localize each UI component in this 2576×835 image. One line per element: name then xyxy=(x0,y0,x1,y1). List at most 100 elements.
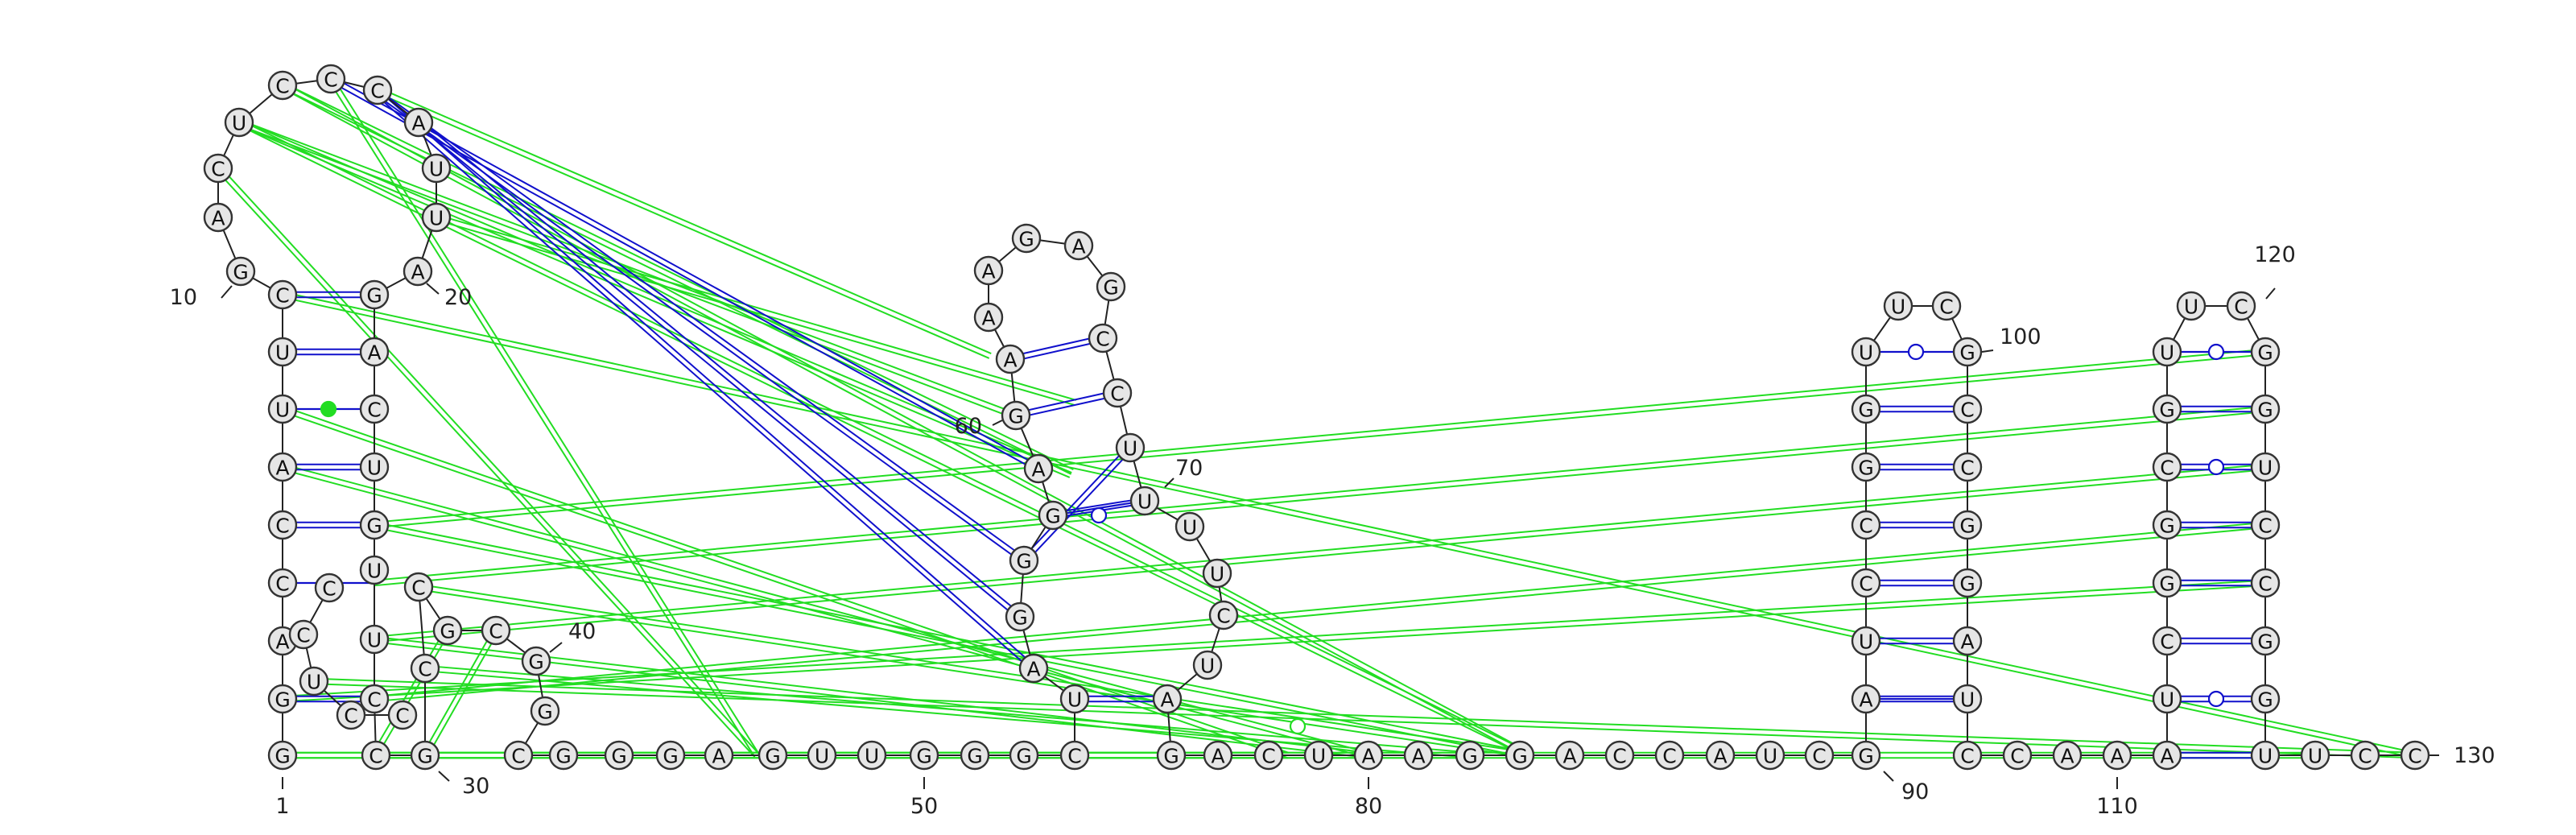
nucleotide: A xyxy=(403,107,434,138)
nucleotide-letter: C xyxy=(1261,745,1275,768)
tertiary-interaction xyxy=(314,677,2416,754)
nucleotide-letter: G xyxy=(916,745,931,768)
nucleotide-letter: G xyxy=(2159,573,2174,596)
nucleotide-circle xyxy=(1303,740,1334,771)
nucleotide-letter: G xyxy=(366,284,382,308)
nucleotide-letter: G xyxy=(1018,228,1034,251)
nucleotide-circle xyxy=(267,452,298,482)
nucleotide-circle xyxy=(1654,740,1685,771)
nucleotide: G xyxy=(1011,223,1042,254)
nucleotide-letter: U xyxy=(1859,341,1873,365)
nucleotide-letter: C xyxy=(1859,573,1872,596)
nucleotide-letter: C xyxy=(296,624,310,647)
nucleotide-letter: A xyxy=(1411,745,1425,768)
nucleotide-circle xyxy=(359,337,390,367)
nucleotide-circle xyxy=(2152,394,2182,424)
tertiary-interaction xyxy=(237,124,1071,478)
nucleotide: C xyxy=(503,740,534,771)
nucleotide: G xyxy=(1156,740,1187,771)
pair-marker xyxy=(2207,690,2225,708)
nucleotide: G xyxy=(909,740,939,771)
nucleotide-circle xyxy=(299,666,329,697)
nucleotide: U xyxy=(299,666,329,697)
nucleotide-circle xyxy=(1174,511,1205,542)
position-label: 10 xyxy=(170,285,197,310)
nucleotide: U xyxy=(857,740,887,771)
nucleotide: G xyxy=(2250,626,2281,656)
position-label: 1 xyxy=(275,794,289,819)
tertiary-interaction xyxy=(283,463,1370,754)
tertiary-interaction xyxy=(426,631,499,758)
nucleotide-circle xyxy=(1705,740,1736,771)
nucleotide-circle xyxy=(1253,740,1284,771)
nucleotide-circle xyxy=(359,452,390,482)
nucleotide: C xyxy=(362,75,393,105)
nucleotide: G xyxy=(960,740,990,771)
nucleotide-circle xyxy=(909,740,939,771)
nucleotide-circle xyxy=(1088,323,1118,353)
nucleotide: C xyxy=(2350,740,2380,771)
nucleotide-circle xyxy=(1804,740,1835,771)
nucleotide-circle xyxy=(403,572,434,602)
nucleotide: G xyxy=(359,510,390,540)
nucleotide-letter: C xyxy=(2258,573,2272,596)
tertiary-interaction xyxy=(237,124,1014,419)
nucleotide-letter: A xyxy=(1859,688,1872,712)
nucleotide-letter: C xyxy=(2010,745,2024,768)
nucleotide: G xyxy=(1455,740,1485,771)
nucleotide: C xyxy=(267,510,298,540)
nucleotide-letter: C xyxy=(489,620,502,643)
position-label: 20 xyxy=(444,285,472,310)
nucleotide: C xyxy=(1804,740,1835,771)
nucleotide-letter: G xyxy=(1512,745,1527,768)
nucleotide: U xyxy=(359,555,390,585)
nucleotide-circle xyxy=(1604,740,1635,771)
nucleotide: U xyxy=(267,394,298,424)
nucleotide-letter: C xyxy=(275,515,289,538)
nucleotide: A xyxy=(267,452,298,482)
nucleotide-letter: G xyxy=(2257,630,2273,654)
nucleotide-letter: G xyxy=(765,745,780,768)
nucleotide: U xyxy=(1851,337,1881,367)
nucleotide-letter: A xyxy=(2060,745,2074,768)
nucleotide-letter: C xyxy=(1662,745,1676,768)
nucleotide-circle xyxy=(1851,452,1881,482)
nucleotide: A xyxy=(995,344,1026,374)
nucleotide-letter: G xyxy=(967,745,982,768)
nucleotide-letter: G xyxy=(1103,276,1118,300)
nucleotide-letter: A xyxy=(1160,688,1174,712)
nucleotide-letter: C xyxy=(411,577,425,600)
nucleotide-circle xyxy=(2250,626,2281,656)
nucleotide: U xyxy=(2300,740,2330,771)
nucleotide: C xyxy=(288,619,319,650)
nucleotide-circle xyxy=(1851,684,1881,714)
nucleotide-circle xyxy=(1952,684,1983,714)
nucleotide-circle xyxy=(403,107,434,138)
nucleotide-letter: G xyxy=(1959,515,1975,538)
nucleotide-circle xyxy=(421,202,452,233)
nucleotide-letter: G xyxy=(1858,399,1873,422)
nucleotide: G xyxy=(1038,500,1068,531)
nucleotide-letter: U xyxy=(2258,457,2273,480)
nucleotide: G xyxy=(225,256,256,287)
nucleotide-letter: G xyxy=(1045,505,1060,528)
nucleotide: U xyxy=(224,107,254,138)
position-label: 40 xyxy=(568,619,596,644)
nucleotide-circle xyxy=(1851,626,1881,656)
nucleotide-circle xyxy=(421,153,452,184)
nucleotide: C xyxy=(387,700,418,730)
nucleotide-circle xyxy=(225,256,256,287)
nucleotide-circle xyxy=(2002,740,2033,771)
nucleotide-circle xyxy=(314,573,345,603)
nucleotide: C xyxy=(2400,740,2430,771)
tertiary-interaction xyxy=(282,579,2265,697)
nucleotide-letter: U xyxy=(1200,655,1215,678)
position-label: 70 xyxy=(1175,456,1203,481)
nucleotide: A xyxy=(1018,653,1049,684)
nucleotide-letter: A xyxy=(712,745,725,768)
nucleotide: G xyxy=(2152,510,2182,540)
nucleotide-letter: G xyxy=(2257,341,2273,365)
nucleotide-circle xyxy=(1152,684,1183,714)
nucleotide: U xyxy=(1883,291,1913,321)
nucleotide-letter: C xyxy=(367,688,381,712)
